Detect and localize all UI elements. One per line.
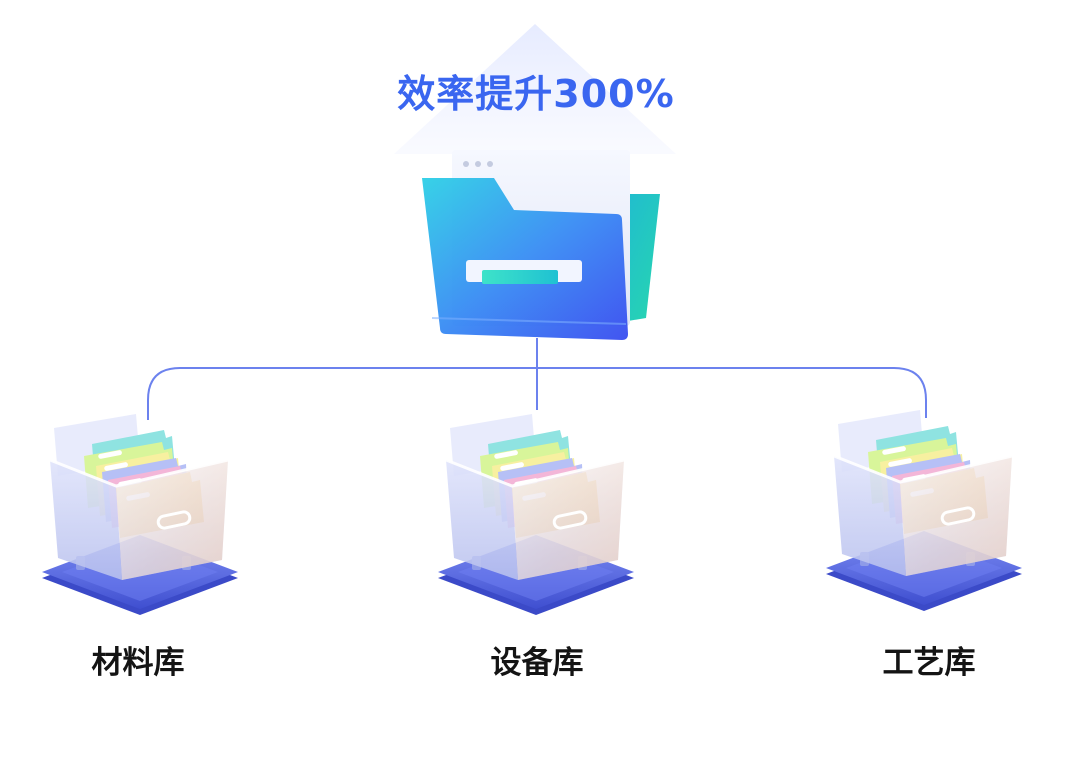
file-cabinet-icon bbox=[436, 412, 636, 617]
efficiency-headline: 效率提升300% bbox=[397, 72, 675, 116]
repository-label-process: 工艺库 bbox=[882, 645, 976, 681]
open-folder-icon bbox=[422, 150, 660, 340]
file-cabinet-icon bbox=[40, 412, 240, 617]
growth-arrow-icon bbox=[394, 24, 676, 154]
connector-lines bbox=[147, 338, 927, 420]
repository-label-equipment: 设备库 bbox=[490, 645, 584, 681]
repository-label-materials: 材料库 bbox=[91, 645, 185, 681]
file-cabinet-icon bbox=[824, 408, 1024, 613]
